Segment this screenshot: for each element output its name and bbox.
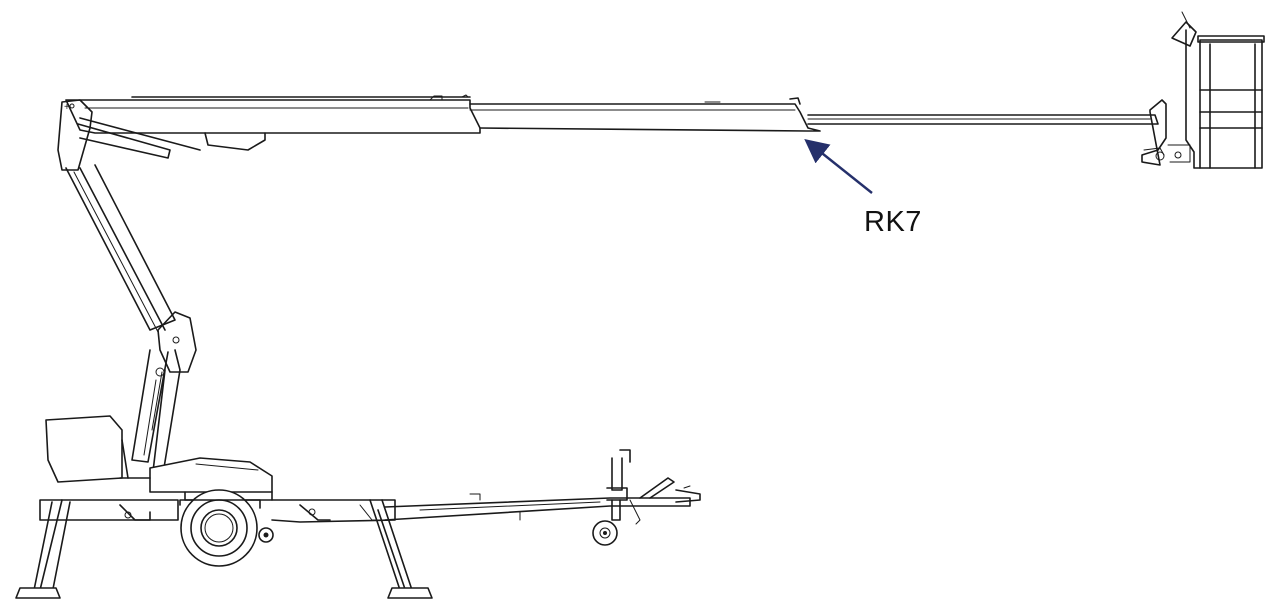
svg-text:+: + [64, 102, 70, 113]
main-wheel [179, 489, 274, 567]
callout-arrow [804, 139, 873, 194]
upper-boom [65, 94, 1167, 166]
chassis [39, 449, 701, 546]
lower-boom: + [57, 99, 201, 481]
work-basket [1155, 11, 1265, 169]
turret [45, 415, 273, 501]
outriggers [15, 499, 433, 599]
callout-label-rk7: RK7 [864, 206, 922, 238]
